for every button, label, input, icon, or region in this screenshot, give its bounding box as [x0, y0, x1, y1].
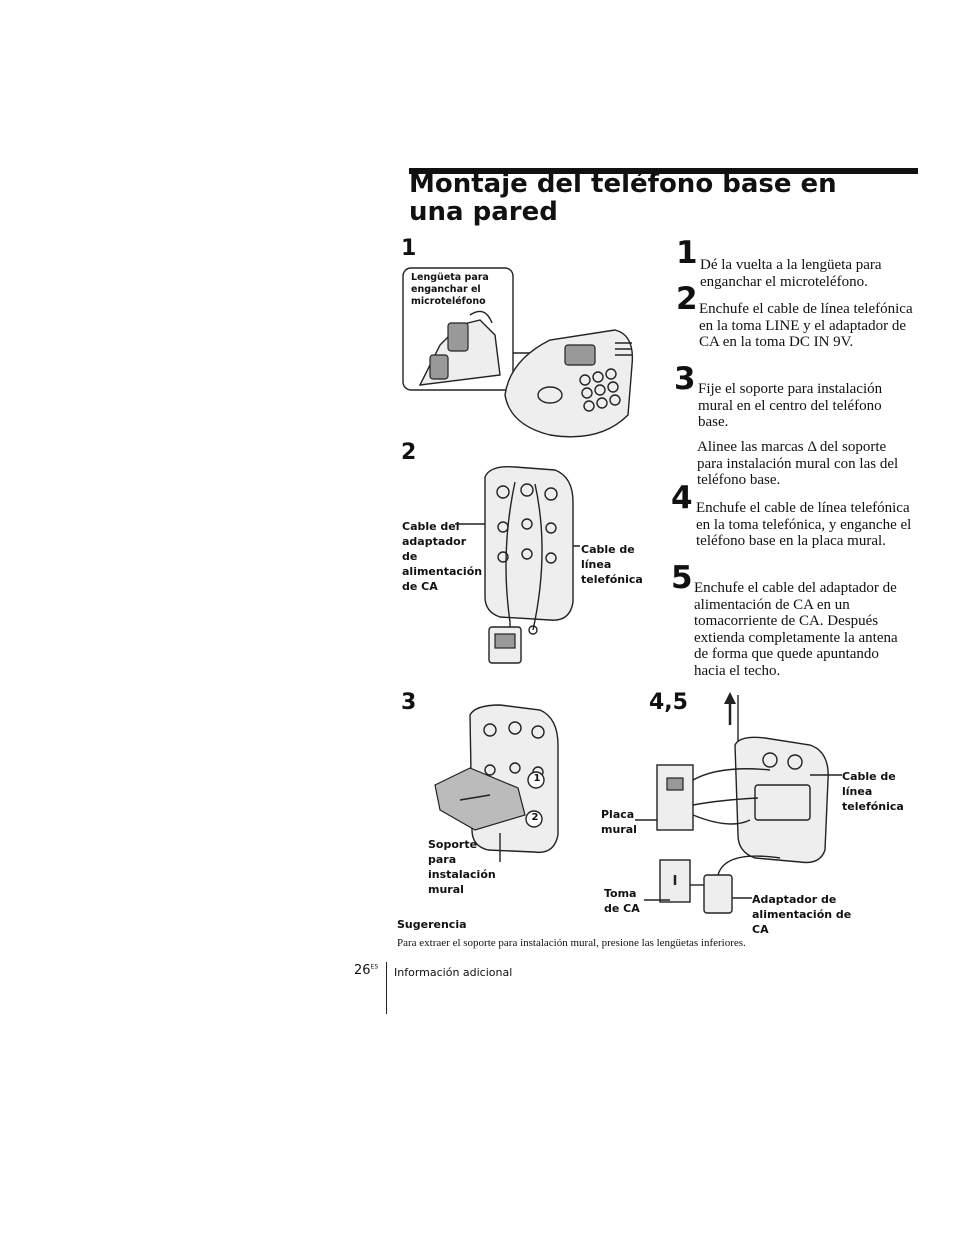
step-3-number: 3 — [674, 361, 696, 397]
step-1-text: Dé la vuelta a la lengüeta para engancha… — [700, 257, 882, 290]
tip-heading: Sugerencia — [397, 918, 467, 931]
figure-45-callout-toma: Toma de CA — [604, 887, 640, 915]
figure-2-callout-right: Cable de línea telefónica — [581, 543, 643, 586]
title-rule — [409, 168, 918, 174]
step-5-number: 5 — [671, 560, 693, 596]
tip-text: Para extraer el soporte para instalación… — [397, 937, 746, 949]
figure-3-marker-2: 2 — [531, 812, 539, 823]
step-4-number: 4 — [671, 480, 693, 516]
figure-1-callout: Lengüeta para enganchar el microteléfono — [411, 272, 489, 307]
page-number: 26ES — [354, 963, 379, 978]
figure-1-illustration — [402, 267, 634, 438]
figure-45-number: 4,5 — [649, 690, 688, 715]
figure-45-callout-cable: Cable de línea telefónica — [842, 770, 904, 813]
step-3-text: Fije el soporte para instalación mural e… — [698, 381, 883, 430]
step-4-text: Enchufe el cable de línea telefónica en … — [696, 500, 912, 549]
step-2-text: Enchufe el cable de línea telefónica en … — [699, 301, 913, 350]
step-3-extra: Alinee las marcas Δ del soporte para ins… — [697, 439, 899, 488]
figure-2-number: 2 — [401, 440, 417, 465]
figure-3-marker-1: 1 — [533, 773, 541, 784]
figure-45-illustration — [635, 692, 842, 914]
footer-section: Información adicional — [394, 966, 513, 979]
figure-2-callout-left: Cable del adaptador de alimentación de C… — [402, 520, 483, 593]
figure-2-illustration — [455, 466, 580, 664]
figure-3-illustration — [434, 704, 559, 862]
step-5-text: Enchufe el cable del adaptador de alimen… — [694, 580, 898, 679]
page-title: Montaje del teléfono base en una pared — [409, 169, 837, 227]
figure-1-number: 1 — [401, 236, 417, 261]
step-1-number: 1 — [676, 235, 698, 271]
footer-divider — [386, 962, 387, 1014]
figure-3-number: 3 — [401, 690, 417, 715]
step-2-number: 2 — [676, 281, 698, 317]
figure-45-callout-placa: Placa mural — [601, 808, 637, 836]
figure-45-callout-adaptador: Adaptador de alimentación de CA — [752, 893, 852, 936]
figure-3-callout: Soporte para instalación mural — [428, 838, 496, 896]
